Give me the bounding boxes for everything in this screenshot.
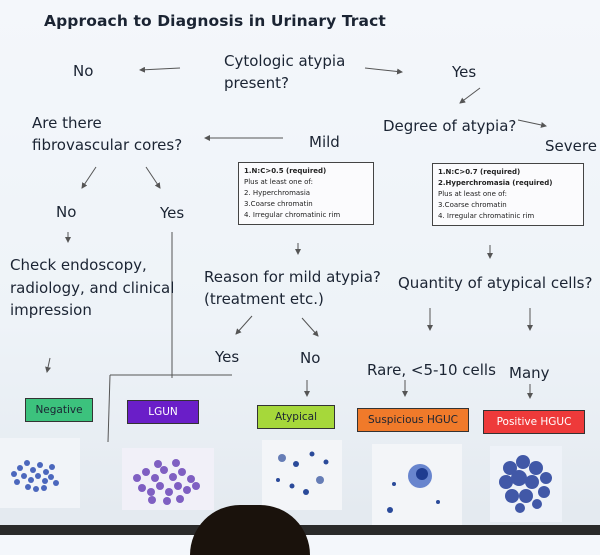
arrow-reason-no: [301, 317, 319, 337]
arrow-to-severe: [517, 119, 547, 128]
mild-criteria-box: 1.N:C>0.5 (required) Plus at least one o…: [238, 162, 374, 225]
mild-criterion-2: Plus at least one of:: [244, 178, 313, 186]
arrow-reason-yes: [235, 315, 253, 335]
arrow-lgun-drop: [107, 374, 111, 443]
label-no-reason: No: [300, 349, 321, 367]
category-lgun: LGUN: [127, 400, 199, 424]
positive-hguc-cytology-image: [490, 446, 562, 522]
node-check-endoscopy-line1: Check endoscopy,: [10, 256, 147, 274]
severe-criterion-3: Plus at least one of:: [438, 190, 507, 198]
label-no-top: No: [73, 62, 94, 80]
category-positive-hguc: Positive HGUC: [483, 410, 585, 434]
label-yes-top: Yes: [452, 63, 477, 81]
node-reason-mild-line2: (treatment etc.): [204, 290, 324, 308]
node-quantity-atypical: Quantity of atypical cells?: [398, 274, 593, 292]
category-atypical: Atypical: [257, 405, 335, 429]
arrow-to-no-top: [139, 66, 181, 73]
atypical-cytology-image: [262, 440, 342, 510]
label-yes-fibrovascular: Yes: [160, 204, 185, 222]
category-atypical-label: Atypical: [274, 411, 318, 423]
category-negative-label: Negative: [35, 404, 83, 416]
category-negative: Negative: [25, 398, 93, 422]
node-reason-mild-line1: Reason for mild atypia?: [204, 268, 381, 286]
node-cytologic-atypia-line1: Cytologic atypia: [224, 52, 346, 70]
category-suspicious-hguc-label: Suspicious HGUC: [368, 414, 458, 426]
node-degree-of-atypia: Degree of atypia?: [383, 117, 517, 135]
severe-criterion-4: 3.Coarse chromatin: [438, 201, 507, 209]
mild-criterion-1: 1.N:C>0.5 (required): [244, 167, 327, 175]
category-positive-hguc-label: Positive HGUC: [496, 416, 572, 428]
label-many-cells: Many: [509, 364, 550, 382]
severe-criterion-1: 1.N:C>0.7 (required): [438, 168, 521, 176]
arrow-fv-no: [81, 166, 97, 189]
label-severe: Severe: [545, 137, 597, 155]
mild-criterion-3: 2. Hyperchromasia: [244, 189, 311, 197]
node-fibrovascular-line2: fibrovascular cores?: [32, 136, 183, 154]
label-rare-cells: Rare, <5-10 cells: [367, 361, 496, 379]
node-cytologic-atypia-line2: present?: [224, 74, 289, 92]
arrow-check-negative: [45, 357, 51, 373]
page-title: Approach to Diagnosis in Urinary Tract: [44, 12, 386, 30]
arrow-fv-yes: [145, 166, 161, 189]
mild-criterion-5: 4. Irregular chromatinic rim: [244, 211, 341, 219]
node-fibrovascular-line1: Are there: [32, 114, 102, 132]
suspicious-hguc-cytology-image: [372, 444, 462, 526]
label-yes-reason: Yes: [215, 348, 240, 366]
label-no-fibrovascular: No: [56, 203, 77, 221]
lgun-cytology-image: [122, 448, 214, 510]
category-suspicious-hguc: Suspicious HGUC: [357, 408, 469, 432]
mild-criterion-4: 3.Coarse chromatin: [244, 200, 313, 208]
negative-cytology-image: [0, 438, 80, 508]
label-mild: Mild: [309, 133, 340, 151]
node-check-endoscopy-line3: impression: [10, 301, 92, 319]
flowchart-connectors: [45, 66, 547, 443]
node-check-endoscopy-line2: radiology, and clinical: [10, 279, 175, 297]
arrow-to-degree: [459, 87, 481, 104]
severe-criterion-2: 2.Hyperchromasia (required): [438, 179, 553, 187]
severe-criteria-box: 1.N:C>0.7 (required) 2.Hyperchromasia (r…: [432, 163, 584, 226]
category-lgun-label: LGUN: [148, 406, 178, 418]
severe-criterion-5: 4. Irregular chromatinic rim: [438, 212, 535, 220]
arrow-to-yes-top: [364, 67, 403, 75]
